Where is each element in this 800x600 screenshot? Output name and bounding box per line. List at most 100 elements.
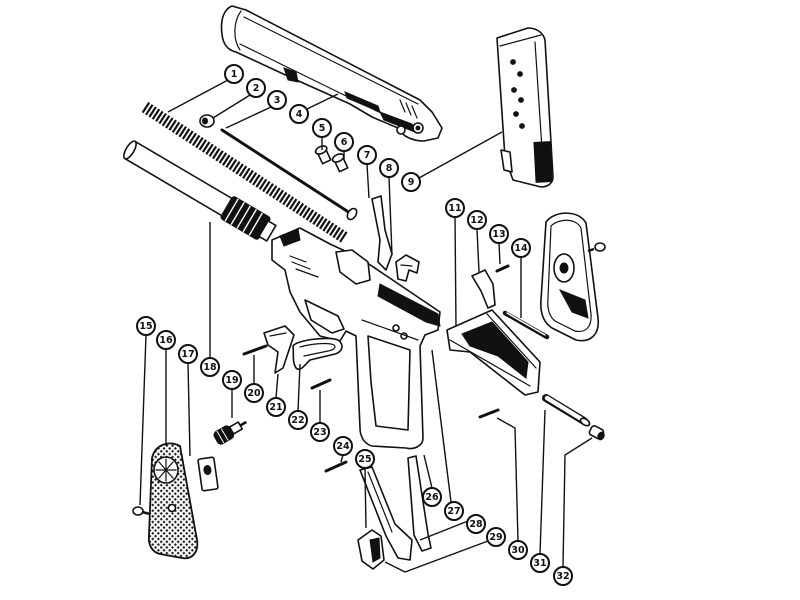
- slide-hole: [396, 125, 406, 135]
- rod-part-31: [542, 394, 591, 427]
- leader-line: [423, 454, 433, 489]
- callout-13: 13: [489, 224, 509, 244]
- block-part-25: [357, 529, 385, 570]
- long-lever-detail: [367, 471, 393, 533]
- callout-8: 8: [379, 158, 399, 178]
- grip-screw-head: [594, 242, 606, 252]
- grip-screw-right: [587, 242, 606, 253]
- magazine-hole: [517, 71, 523, 77]
- rod-highlight: [506, 312, 546, 336]
- slide-serration: [405, 102, 412, 116]
- leader-line: [419, 520, 469, 541]
- guide-rod-body: [220, 128, 352, 215]
- callout-6: 6: [334, 132, 354, 152]
- pin-part-20: [242, 344, 268, 356]
- callout-20: 20: [244, 383, 264, 403]
- callout-31: 31: [530, 553, 550, 573]
- spring-26-body: [407, 455, 432, 552]
- callout-circle: [288, 410, 308, 430]
- plate-part-17: [197, 456, 219, 492]
- callout-number: 13: [492, 229, 505, 240]
- callout-16: 16: [156, 330, 176, 350]
- right-grip-panel: [540, 212, 600, 342]
- grip-screw-shaft: [141, 510, 151, 516]
- leader-line: [454, 216, 457, 327]
- leader-line: [562, 437, 593, 568]
- callout-number: 32: [556, 571, 569, 582]
- cap-part-32: [588, 425, 605, 441]
- barrel-tube: [124, 140, 236, 219]
- pin-part-24: [324, 460, 348, 473]
- knurled-part-19: [213, 420, 247, 445]
- slide-top-rib: [243, 16, 419, 105]
- right-grip-medallion-center: [559, 262, 569, 274]
- grip-screw-shaft: [587, 247, 595, 253]
- callout-27: 27: [444, 501, 464, 521]
- callout-30: 30: [508, 540, 528, 560]
- magazine-hole: [518, 97, 524, 103]
- callout-number: 1: [231, 69, 238, 80]
- hook-part-21: [263, 325, 295, 374]
- callout-circle: [200, 357, 220, 377]
- leader-line: [139, 334, 147, 506]
- guide-rod-head: [346, 207, 358, 221]
- left-grip-panel: [147, 442, 199, 560]
- magazine-part: [496, 27, 554, 188]
- leader-lines: [139, 79, 593, 573]
- slide-front-curve: [234, 10, 242, 51]
- callout-number: 25: [358, 454, 371, 465]
- callout-circle: [489, 224, 509, 244]
- frame-rear-plate: [335, 249, 371, 285]
- callout-number: 15: [139, 321, 152, 332]
- slide-hole-center: [415, 125, 421, 131]
- rod-part-14: [502, 310, 550, 340]
- callout-22: 22: [288, 410, 308, 430]
- callout-number: 21: [269, 402, 282, 413]
- bushing-part: [199, 114, 215, 128]
- hook-body: [263, 325, 295, 374]
- leader-line: [498, 242, 501, 265]
- leader-line: [364, 467, 367, 529]
- magazine-hole: [511, 87, 517, 93]
- block-part-11: [446, 309, 541, 396]
- lever-body: [471, 269, 496, 309]
- callout-number: 18: [203, 362, 217, 373]
- right-grip-inner: [547, 219, 592, 333]
- flat-spring-part-7: [371, 195, 393, 271]
- callout-number: 19: [225, 375, 238, 386]
- callout-circle: [178, 344, 198, 364]
- leader-line: [539, 409, 546, 555]
- callout-circle: [553, 566, 573, 586]
- callout-circle: [357, 145, 377, 165]
- callout-circle: [267, 90, 287, 110]
- block-25-shade: [369, 537, 381, 563]
- slide-notch: [283, 67, 299, 83]
- callout-23: 23: [310, 422, 330, 442]
- grip-screw-head: [132, 506, 144, 516]
- leader-line: [418, 131, 503, 179]
- magazine-lip: [499, 34, 542, 47]
- barrel-part: [123, 140, 277, 242]
- cap-end: [597, 431, 605, 441]
- callout-circle: [222, 370, 242, 390]
- callout-circle: [312, 118, 332, 138]
- slide-part: [220, 5, 443, 142]
- callout-12: 12: [467, 210, 487, 230]
- left-grip-medallion-star: [155, 458, 177, 482]
- callout-circle: [467, 210, 487, 230]
- callout-circle: [156, 330, 176, 350]
- callout-circle: [445, 198, 465, 218]
- callout-number: 22: [291, 415, 304, 426]
- callout-number: 11: [448, 203, 461, 214]
- callout-circle: [333, 436, 353, 456]
- long-lever-body: [359, 466, 413, 561]
- small-part-body: [395, 254, 420, 282]
- lever-part-12: [471, 269, 496, 309]
- callout-number: 23: [313, 427, 326, 438]
- leader-line: [476, 228, 480, 273]
- barrel-muzzle: [123, 140, 137, 160]
- pin-body: [324, 460, 348, 473]
- frame-marking: [295, 268, 319, 278]
- grip-window: [367, 335, 411, 431]
- callout-circle: [310, 422, 330, 442]
